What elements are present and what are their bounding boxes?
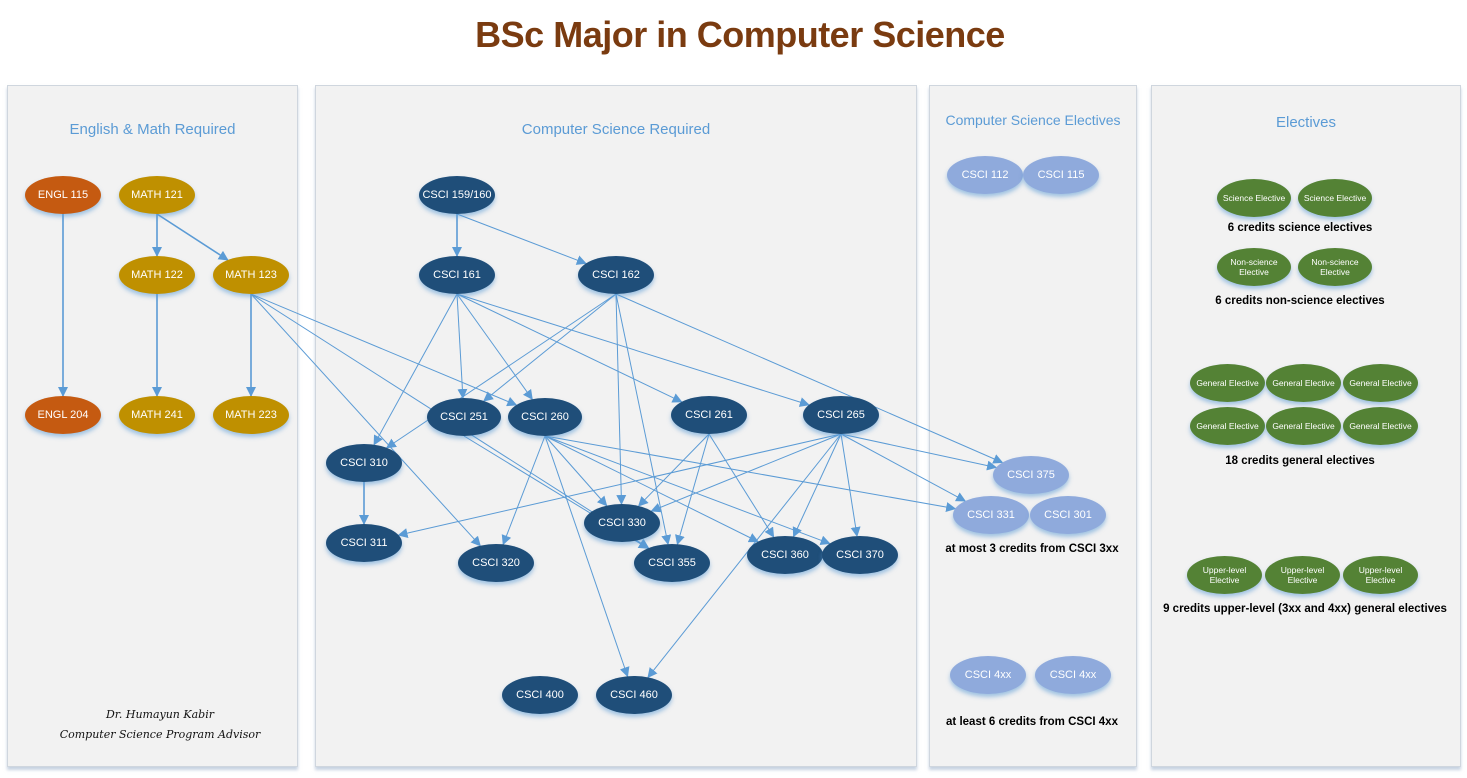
course-csci-400[interactable]: CSCI 400 (502, 676, 578, 714)
note-science-credits: 6 credits science electives (1227, 222, 1373, 234)
science-elective[interactable]: Science Elective (1217, 179, 1291, 217)
nonscience-elective[interactable]: Non-science Elective (1217, 248, 1291, 286)
note-4xx-credits: at least 6 credits from CSCI 4xx (946, 716, 1118, 728)
course-csci-355[interactable]: CSCI 355 (634, 544, 710, 582)
general-elective[interactable]: General Elective (1343, 364, 1418, 402)
course-csci-161[interactable]: CSCI 161 (419, 256, 495, 294)
course-csci-331[interactable]: CSCI 331 (953, 496, 1029, 534)
course-engl-115[interactable]: ENGL 115 (25, 176, 101, 214)
course-csci-265[interactable]: CSCI 265 (803, 396, 879, 434)
course-csci-310[interactable]: CSCI 310 (326, 444, 402, 482)
upper-level-elective[interactable]: Upper-level Elective (1265, 556, 1340, 594)
course-csci-4xx[interactable]: CSCI 4xx (950, 656, 1026, 694)
course-csci-261[interactable]: CSCI 261 (671, 396, 747, 434)
advisor-name: Dr. Humayun Kabir (105, 708, 214, 721)
course-csci-162[interactable]: CSCI 162 (578, 256, 654, 294)
nonscience-elective[interactable]: Non-science Elective (1298, 248, 1372, 286)
general-elective[interactable]: General Elective (1266, 407, 1341, 445)
course-csci-320[interactable]: CSCI 320 (458, 544, 534, 582)
course-csci-260[interactable]: CSCI 260 (508, 398, 582, 436)
course-csci-370[interactable]: CSCI 370 (822, 536, 898, 574)
panel-title-electives: Electives (1275, 114, 1337, 131)
note-3xx-credits: at most 3 credits from CSCI 3xx (945, 543, 1119, 555)
panel-title-cs-electives: Computer Science Electives (945, 112, 1121, 128)
course-csci-301[interactable]: CSCI 301 (1030, 496, 1106, 534)
general-elective[interactable]: General Elective (1343, 407, 1418, 445)
general-elective[interactable]: General Elective (1190, 364, 1265, 402)
course-math-223[interactable]: MATH 223 (213, 396, 289, 434)
course-csci-460[interactable]: CSCI 460 (596, 676, 672, 714)
upper-level-elective[interactable]: Upper-level Elective (1187, 556, 1262, 594)
course-csci-159-160[interactable]: CSCI 159/160 (419, 176, 495, 214)
note-upper-level-credits: 9 credits upper-level (3xx and 4xx) gene… (1163, 603, 1447, 615)
course-csci-311[interactable]: CSCI 311 (326, 524, 402, 562)
course-math-121[interactable]: MATH 121 (119, 176, 195, 214)
general-elective[interactable]: General Elective (1266, 364, 1341, 402)
course-math-122[interactable]: MATH 122 (119, 256, 195, 294)
advisor-role: Computer Science Program Advisor (59, 728, 261, 741)
panel-title-cs-required: Computer Science Required (521, 121, 711, 138)
upper-level-elective[interactable]: Upper-level Elective (1343, 556, 1418, 594)
course-csci-112[interactable]: CSCI 112 (947, 156, 1023, 194)
course-engl-204[interactable]: ENGL 204 (25, 396, 101, 434)
science-elective[interactable]: Science Elective (1298, 179, 1372, 217)
course-csci-330[interactable]: CSCI 330 (584, 504, 660, 542)
note-general-credits: 18 credits general electives (1225, 455, 1375, 467)
course-math-123[interactable]: MATH 123 (213, 256, 289, 294)
course-csci-115[interactable]: CSCI 115 (1023, 156, 1099, 194)
course-csci-4xx[interactable]: CSCI 4xx (1035, 656, 1111, 694)
note-nonscience-credits: 6 credits non-science electives (1215, 295, 1385, 307)
course-csci-251[interactable]: CSCI 251 (427, 398, 501, 436)
course-csci-375[interactable]: CSCI 375 (993, 456, 1069, 494)
general-elective[interactable]: General Elective (1190, 407, 1265, 445)
panel-title-english-math: English & Math Required (69, 121, 236, 138)
page-title: BSc Major in Computer Science (475, 14, 1005, 55)
course-csci-360[interactable]: CSCI 360 (747, 536, 823, 574)
course-math-241[interactable]: MATH 241 (119, 396, 195, 434)
